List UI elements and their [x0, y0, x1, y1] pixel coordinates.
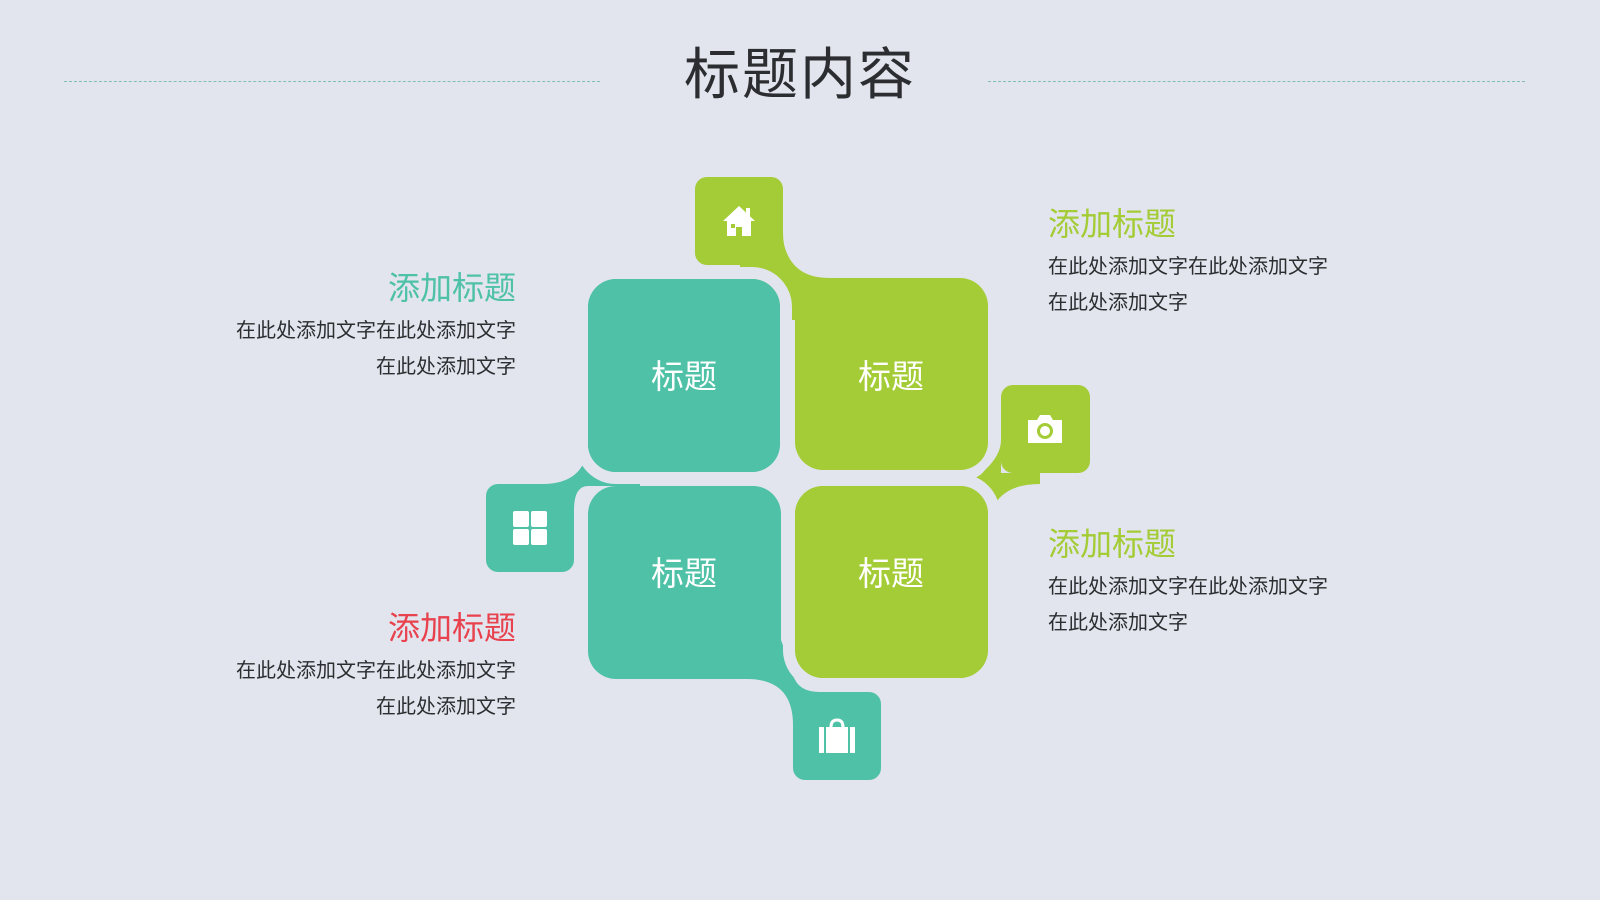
- text-block-title: 添加标题: [1048, 525, 1177, 563]
- text-block-title: 添加标题: [1048, 205, 1177, 243]
- box-top-right-label: 标题: [858, 357, 924, 396]
- title-divider-right: [988, 81, 1525, 82]
- text-block-right-bottom: 添加标题 在此处添加文字在此处添加文字 在此处添加文字: [1048, 522, 1388, 640]
- page-title: 标题内容: [684, 43, 916, 108]
- text-block-body-line1: 在此处添加文字在此处添加文字: [236, 318, 516, 342]
- text-block-title: 添加标题: [387, 609, 516, 647]
- title-divider-left: [64, 81, 600, 82]
- text-block-body-line2: 在此处添加文字: [1048, 610, 1188, 634]
- text-block-body-line1: 在此处添加文字在此处添加文字: [236, 658, 516, 682]
- text-block-body-line2: 在此处添加文字: [376, 354, 516, 378]
- grid-icon: [486, 484, 574, 572]
- box-top-right-shape: [795, 278, 988, 470]
- text-block-body-line2: 在此处添加文字: [1048, 290, 1188, 314]
- briefcase-icon: [793, 692, 881, 780]
- home-icon: [695, 177, 783, 265]
- text-block-body-line2: 在此处添加文字: [376, 694, 516, 718]
- text-block-left-top: 添加标题 在此处添加文字在此处添加文字 在此处添加文字: [176, 266, 516, 384]
- text-block-right-top: 添加标题 在此处添加文字在此处添加文字 在此处添加文字: [1048, 202, 1388, 320]
- box-bottom-left-shape: [588, 486, 781, 679]
- text-block-body-line1: 在此处添加文字在此处添加文字: [1048, 574, 1328, 598]
- camera-icon: [1001, 385, 1089, 473]
- separation-gaps: [576, 267, 1000, 690]
- text-block-left-bottom: 添加标题 在此处添加文字在此处添加文字 在此处添加文字: [176, 606, 516, 724]
- box-bottom-left-label: 标题: [651, 554, 717, 593]
- text-block-title: 添加标题: [387, 269, 516, 307]
- text-block-body-line1: 在此处添加文字在此处添加文字: [1048, 254, 1328, 278]
- box-bottom-right-label: 标题: [858, 554, 924, 593]
- box-top-left-label: 标题: [651, 357, 717, 396]
